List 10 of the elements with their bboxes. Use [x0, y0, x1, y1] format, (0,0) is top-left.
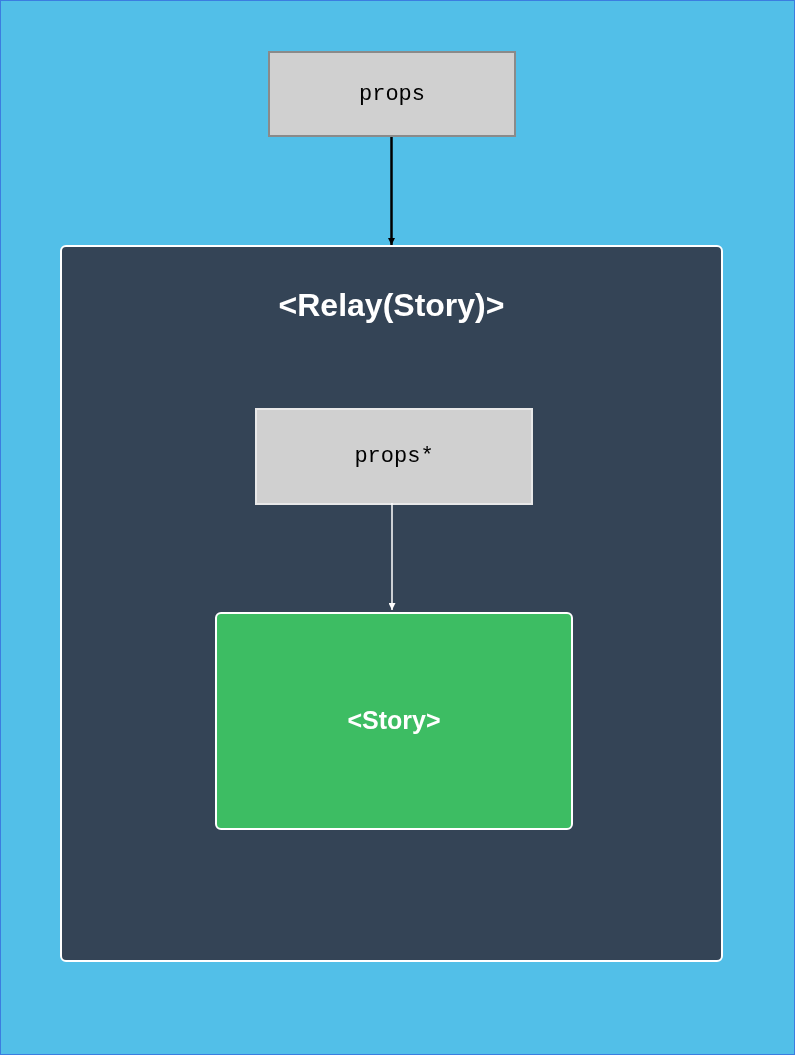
node-label: props — [359, 80, 425, 109]
arrow — [388, 137, 395, 245]
props-box — [255, 408, 533, 505]
node-label: <Relay(Story)> — [278, 286, 505, 325]
node-label: <Story> — [347, 705, 441, 737]
node-label: props* — [354, 443, 434, 471]
component-box — [215, 612, 573, 830]
container-box — [60, 245, 723, 962]
props-box — [268, 51, 516, 137]
arrow — [388, 502, 396, 611]
